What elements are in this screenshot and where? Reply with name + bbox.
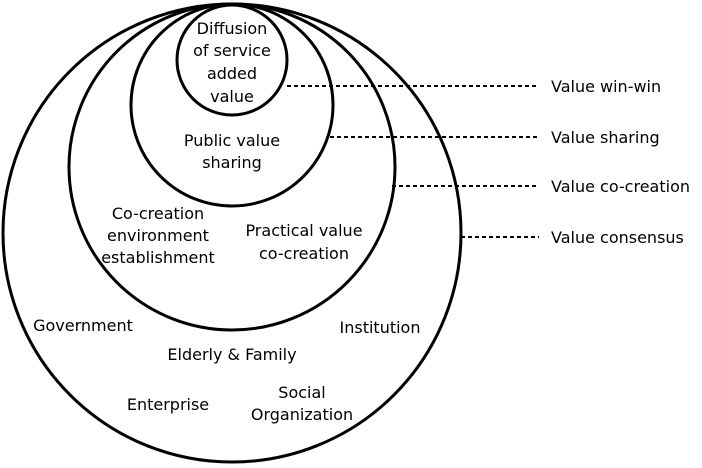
level-value-win-win: Value win-win (551, 77, 661, 96)
sharing-label-line-1: Public value (184, 131, 280, 150)
actor-enterprise: Enterprise (127, 395, 209, 414)
practical-label-line-2: co-creation (259, 244, 349, 263)
environment-label-line-3: establishment (101, 248, 215, 267)
actor-social-org-line-2: Organization (251, 405, 353, 424)
level-value-consensus: Value consensus (551, 228, 684, 247)
environment-label-line-2: environment (107, 226, 209, 245)
environment-label-line-1: Co-creation (112, 204, 204, 223)
level-value-sharing: Value sharing (551, 128, 660, 147)
inner-label-line-2: of service (193, 41, 271, 60)
level-value-cocreation: Value co-creation (551, 177, 690, 196)
inner-circle-winwin (175, 3, 289, 117)
inner-label-line-3: added (207, 64, 257, 83)
actor-institution: Institution (340, 318, 421, 337)
actor-social-org-line-1: Social (278, 383, 325, 402)
inner-label-line-1: Diffusion (197, 19, 268, 38)
actor-government: Government (33, 316, 133, 335)
sharing-label-line-2: sharing (202, 153, 262, 172)
inner-label-line-4: value (210, 87, 254, 106)
actor-elderly-family: Elderly & Family (167, 345, 296, 364)
practical-label-line-1: Practical value (245, 221, 362, 240)
